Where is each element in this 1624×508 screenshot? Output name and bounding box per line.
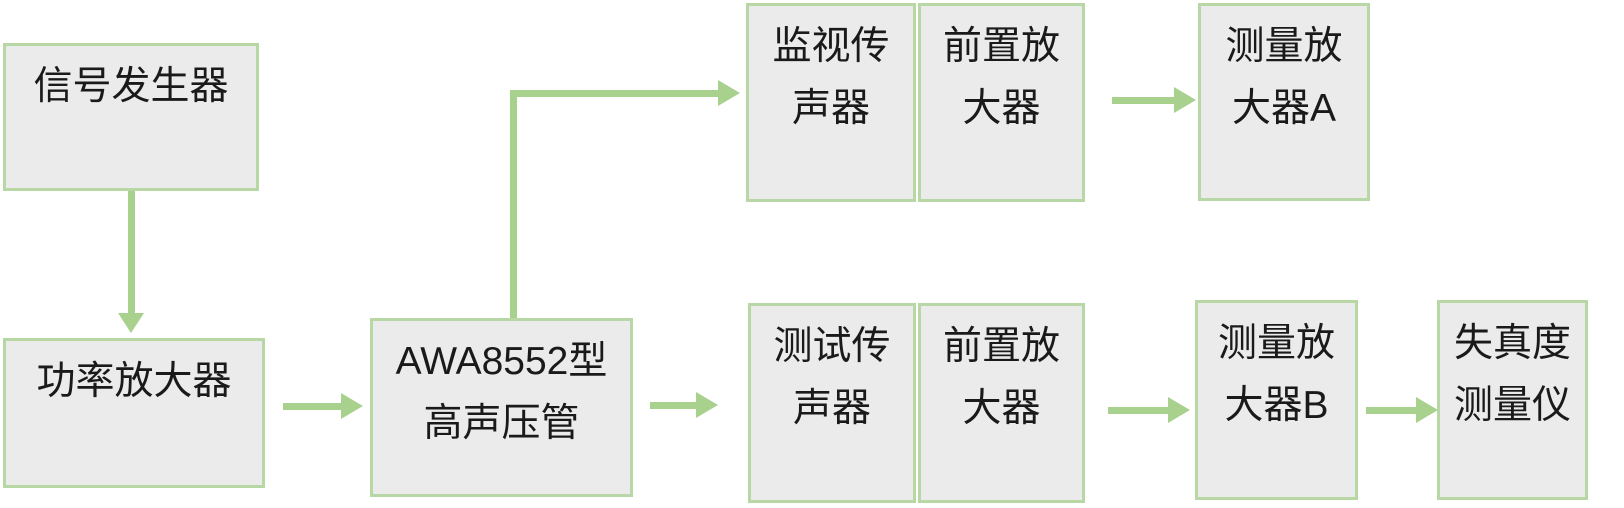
node-label: 信号发生器 [33, 65, 229, 108]
arrow-shaft [128, 191, 135, 313]
node-label-line1: 测量放 [1217, 322, 1335, 365]
node-label-line2: 测量仪 [1453, 384, 1571, 427]
node-label-line2: 大器B [1224, 384, 1329, 427]
arrow-shaft [1108, 407, 1168, 414]
node-measuring-amplifier-b: 测量放 大器B [1195, 300, 1358, 500]
arrow-head-down-icon [118, 313, 144, 333]
node-awa8552-high-sound-pressure-tube: AWA8552型 高声压管 [370, 318, 633, 497]
node-power-amplifier: 功率放大器 [3, 338, 265, 488]
arrow-head-right-icon [341, 393, 363, 419]
arrow-elbow-horizontal-shaft [510, 90, 718, 97]
node-label-line1: 前置放 [942, 25, 1060, 68]
arrow-head-right-icon [696, 392, 718, 418]
node-label-line1: 测量放 [1225, 25, 1343, 68]
node-test-microphone: 测试传 声器 [748, 303, 916, 503]
node-label-line1: 监视传 [772, 25, 890, 68]
arrow-elbow-vertical-shaft [510, 90, 517, 318]
node-label: 功率放大器 [36, 360, 232, 403]
arrow-shaft [283, 403, 341, 410]
node-monitor-microphone: 监视传 声器 [746, 3, 916, 202]
arrow-shaft [1112, 97, 1174, 104]
node-label-line2: 高声压管 [423, 402, 580, 445]
node-label-line2: 大器 [962, 387, 1041, 430]
node-preamplifier-bottom: 前置放 大器 [918, 303, 1085, 503]
arrow-head-right-icon [1174, 87, 1196, 113]
node-distortion-meter: 失真度 测量仪 [1437, 300, 1588, 500]
node-label-line1: 测试传 [773, 325, 891, 368]
arrow-head-right-icon [1168, 397, 1190, 423]
node-label-line2: 声器 [791, 87, 870, 130]
node-label-line1: 前置放 [942, 325, 1060, 368]
arrow-head-right-icon [718, 80, 740, 106]
node-label-line2: 声器 [792, 387, 871, 430]
arrow-shaft [1366, 407, 1416, 414]
node-label-line1: 失真度 [1453, 322, 1571, 365]
node-preamplifier-top: 前置放 大器 [918, 3, 1085, 202]
node-label-line2: 大器 [962, 87, 1041, 130]
node-label-line1: AWA8552型 [395, 340, 608, 383]
node-measuring-amplifier-a: 测量放 大器A [1198, 3, 1370, 201]
node-label-line2: 大器A [1231, 87, 1336, 130]
arrow-shaft [650, 402, 696, 409]
node-signal-generator: 信号发生器 [3, 43, 259, 191]
arrow-head-right-icon [1416, 397, 1438, 423]
